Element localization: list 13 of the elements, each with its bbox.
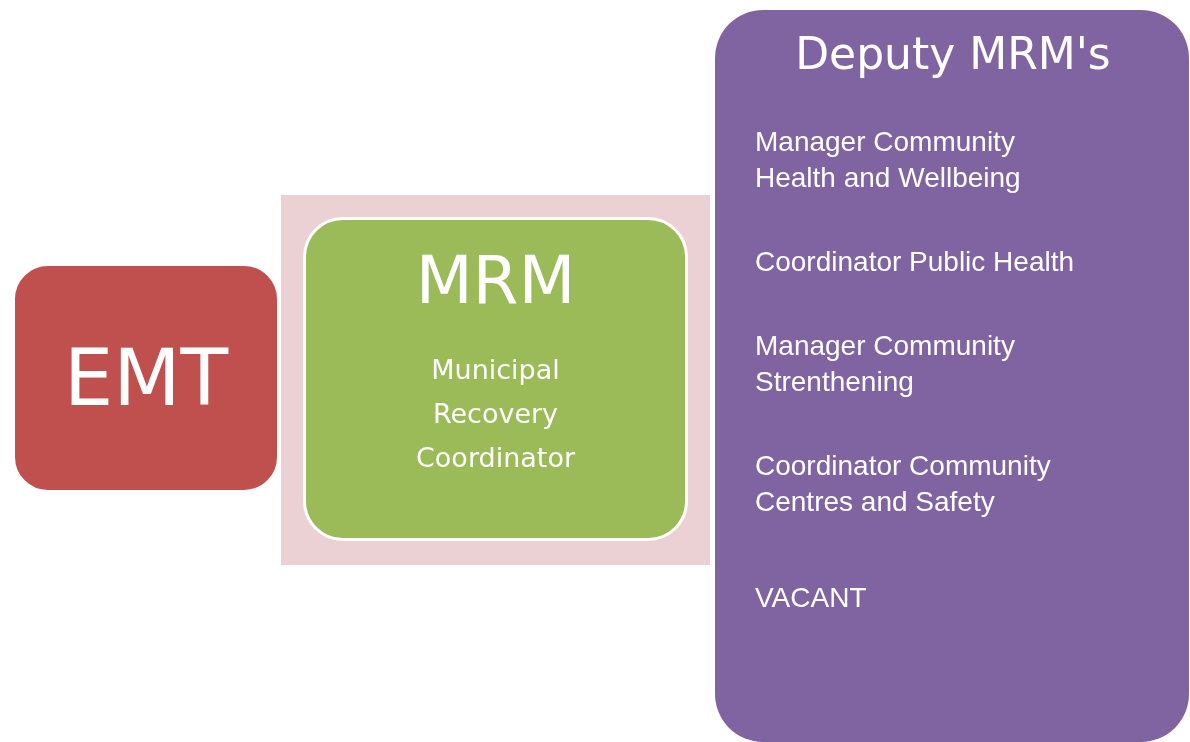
box-title: MRM (415, 248, 576, 314)
process-box (12, 263, 280, 493)
list-panel (715, 10, 1189, 742)
box-subtitle: Municipal Recovery Coordinator (415, 353, 576, 475)
list-item: VACANT (755, 581, 868, 615)
list-item: Manager Community Strenthening (755, 329, 1016, 399)
panel-title: Deputy MRM's (795, 32, 1112, 76)
list-item: Manager Community Health and Wellbeing (755, 125, 1022, 195)
background-band (281, 195, 710, 565)
list-item: Coordinator Community Centres and Safety (755, 449, 1052, 519)
box-title: EMT (63, 339, 229, 417)
list-item: Coordinator Public Health (755, 245, 1076, 279)
process-box (303, 217, 688, 541)
